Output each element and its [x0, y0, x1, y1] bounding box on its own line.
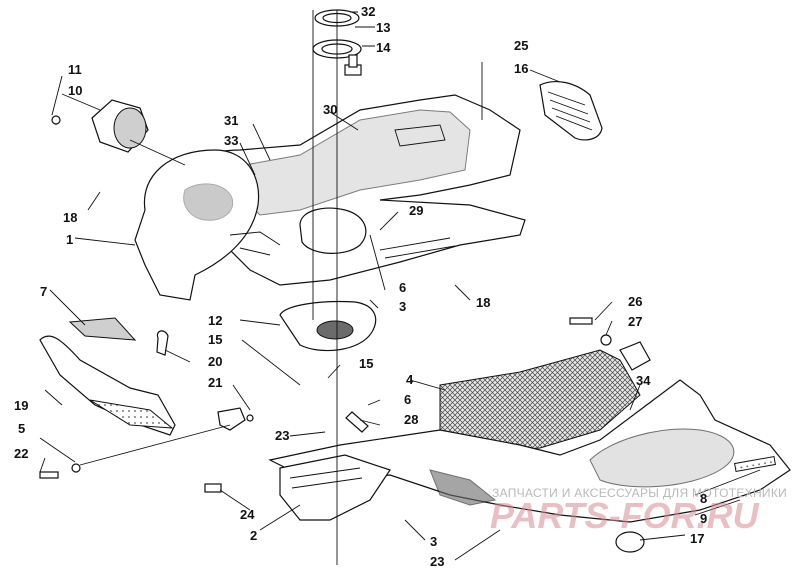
- callout-18-top: 18: [63, 210, 77, 225]
- callout-18-mid: 18: [476, 295, 490, 310]
- callout-13: 13: [376, 20, 390, 35]
- callout-31: 31: [224, 113, 238, 128]
- callout-labels: 32 13 14 25 16 11 10 30 31 33 18 1 29 18…: [14, 4, 707, 569]
- watermark-tagline: ЗАПЧАСТИ И АКСЕССУАРЫ ДЛЯ МОТОТЕХНИКИ: [492, 486, 787, 500]
- watermark: ЗАПЧАСТИ И АКСЕССУАРЫ ДЛЯ МОТОТЕХНИКИ PA…: [490, 486, 787, 536]
- callout-28: 28: [404, 412, 418, 427]
- callout-34: 34: [636, 373, 651, 388]
- callout-29: 29: [409, 203, 423, 218]
- callout-17: 17: [690, 531, 704, 546]
- callout-16: 16: [514, 61, 528, 76]
- callout-22: 22: [14, 446, 28, 461]
- pad-part: [68, 317, 137, 341]
- callout-1: 1: [66, 232, 73, 247]
- callout-25: 25: [514, 38, 528, 53]
- callout-5: 5: [18, 421, 25, 436]
- callout-15-left: 15: [208, 332, 222, 347]
- callout-2: 2: [250, 528, 257, 543]
- fasteners-left: [39, 330, 254, 479]
- lower-belly-pan-part: [204, 317, 791, 553]
- callout-33: 33: [224, 133, 238, 148]
- callout-30: 30: [323, 102, 337, 117]
- callout-27: 27: [628, 314, 642, 329]
- callout-10: 10: [68, 83, 82, 98]
- watermark-logo: PARTS-FOR.RU: [490, 495, 760, 536]
- callout-12: 12: [208, 313, 222, 328]
- callout-20: 20: [208, 354, 222, 369]
- callout-3-top: 3: [399, 299, 406, 314]
- callout-21: 21: [208, 375, 222, 390]
- callout-3-bottom: 3: [430, 534, 437, 549]
- leader-lines: [39, 10, 761, 565]
- callout-23-left: 23: [275, 428, 289, 443]
- callout-32: 32: [361, 4, 375, 19]
- callout-26: 26: [628, 294, 642, 309]
- callout-7: 7: [40, 284, 47, 299]
- callout-15-right: 15: [359, 356, 373, 371]
- callout-9: 9: [700, 511, 707, 526]
- callout-8: 8: [700, 491, 707, 506]
- lower-plate-part: [279, 301, 377, 352]
- callout-11: 11: [68, 62, 82, 77]
- callout-14: 14: [376, 40, 391, 55]
- callout-24: 24: [240, 507, 255, 522]
- callout-4: 4: [406, 372, 414, 387]
- callout-6-bottom: 6: [404, 392, 411, 407]
- callout-19: 19: [14, 398, 28, 413]
- front-bumper-part: [39, 335, 176, 436]
- upper-belly-pan-part: [134, 81, 603, 301]
- callout-23-bottom: 23: [430, 554, 444, 569]
- callout-6-top: 6: [399, 280, 406, 295]
- intake-boot-part: [51, 99, 149, 153]
